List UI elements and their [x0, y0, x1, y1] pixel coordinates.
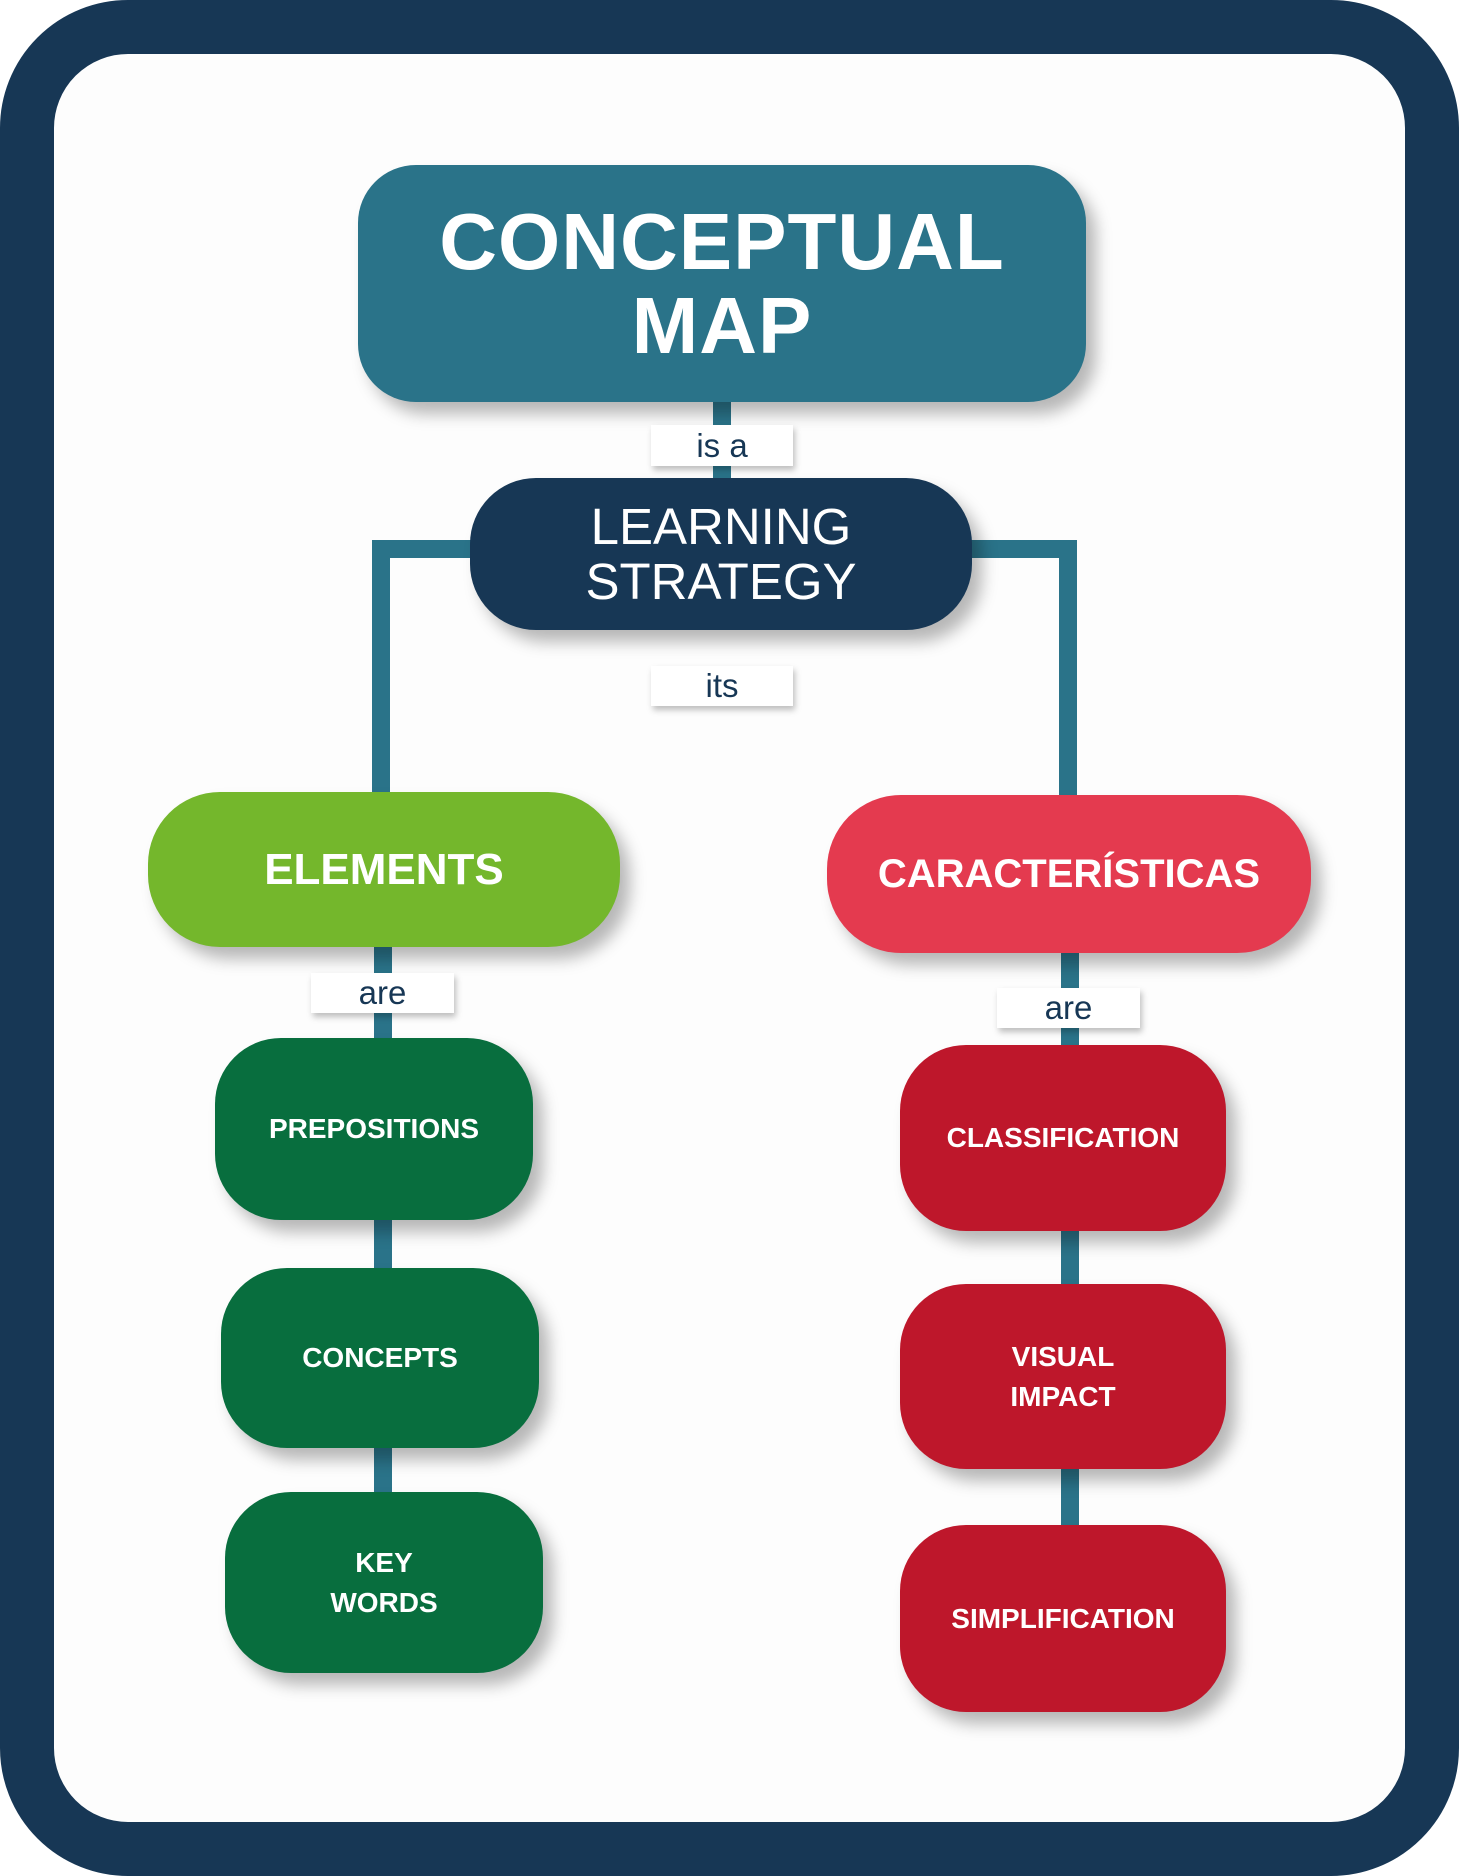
title-text: CONCEPTUAL MAP — [439, 196, 1005, 370]
link-text-are-left: are — [358, 974, 407, 1011]
link-label-are-left: are — [311, 973, 454, 1013]
node-learning-strategy: LEARNING STRATEGY — [470, 478, 972, 630]
connector-strategy-caracteristicas — [970, 540, 1077, 797]
strategy-text: LEARNING STRATEGY — [585, 498, 857, 610]
link-text-is-a: is a — [696, 426, 748, 464]
link-text-its: its — [705, 667, 739, 704]
leaf-node-simplification: SIMPLIFICATION — [900, 1525, 1226, 1712]
leaf-node-concepts: CONCEPTS — [221, 1268, 539, 1448]
leaf-node-classification: CLASSIFICATION — [900, 1045, 1226, 1231]
leaf-text-key-words: KEY WORDS — [330, 1546, 438, 1618]
leaf-node-visual-impact: VISUAL IMPACT — [900, 1284, 1226, 1469]
leaf-node-prepositions: PREPOSITIONS — [215, 1038, 533, 1220]
elements-text: ELEMENTS — [264, 844, 504, 894]
caracteristicas-text: CARACTERÍSTICAS — [877, 851, 1261, 896]
connector-strategy-elements — [372, 540, 472, 794]
node-elements: ELEMENTS — [148, 792, 620, 947]
leaf-text-concepts: CONCEPTS — [302, 1342, 458, 1373]
leaf-text-prepositions: PREPOSITIONS — [268, 1113, 480, 1144]
leaf-text-classification: CLASSIFICATION — [946, 1122, 1180, 1153]
title-node-conceptual-map: CONCEPTUAL MAP — [358, 165, 1086, 402]
leaf-node-key-words: KEY WORDS — [225, 1492, 543, 1673]
leaf-text-visual-impact: VISUAL IMPACT — [1010, 1340, 1116, 1412]
node-caracteristicas: CARACTERÍSTICAS — [827, 795, 1311, 953]
link-label-is-a: is a — [651, 425, 793, 466]
link-label-are-right: are — [997, 988, 1140, 1028]
link-label-its: its — [651, 666, 793, 706]
link-text-are-right: are — [1044, 989, 1093, 1026]
leaf-text-simplification: SIMPLIFICATION — [951, 1602, 1175, 1634]
